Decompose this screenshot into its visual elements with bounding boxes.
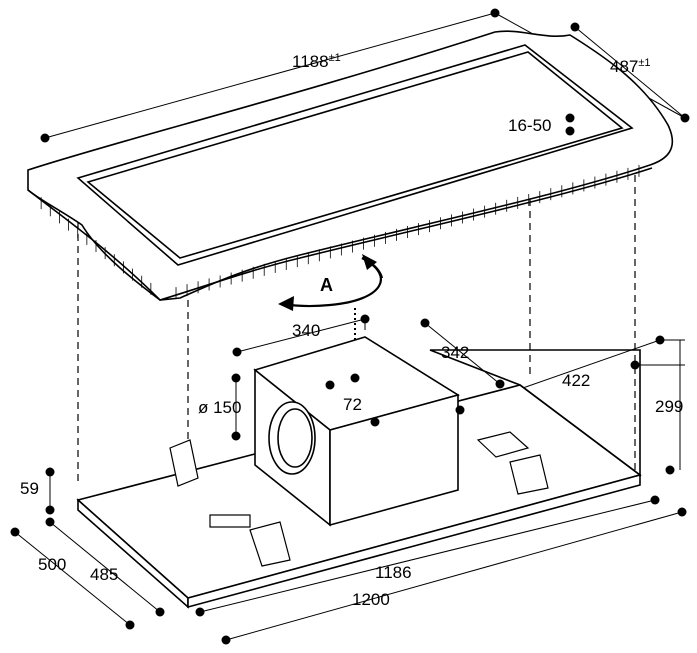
dimension-lines bbox=[14, 12, 686, 641]
motor-width-label: 340 bbox=[292, 321, 320, 340]
dimension-labels: 1188±1 487±1 16-50 340 342 422 299 ø 150… bbox=[20, 52, 683, 609]
motor-depth-label: 342 bbox=[441, 343, 469, 362]
filter-tab-right bbox=[476, 431, 530, 458]
clip-left bbox=[209, 514, 251, 528]
frame-front-edge bbox=[27, 167, 653, 301]
hood-length-inner-label: 1186 bbox=[375, 563, 412, 582]
frame-depth-label: 487±1 bbox=[610, 57, 651, 76]
motor-offset-label: 72 bbox=[343, 395, 362, 414]
hood-side-edge bbox=[187, 473, 641, 609]
bracket-left-back bbox=[169, 439, 199, 487]
frame-thickness-label: 16-50 bbox=[508, 116, 551, 135]
rotation-arrowhead-top bbox=[362, 254, 377, 270]
hood-height-total-label: 299 bbox=[655, 397, 683, 416]
frame-length-label: 1188±1 bbox=[292, 52, 341, 71]
outlet-pipe-inner bbox=[277, 408, 313, 468]
hood-depth-outer-label: 422 bbox=[562, 371, 590, 390]
depth-485-label: 485 bbox=[90, 565, 118, 584]
recirculation-frame bbox=[27, 30, 674, 301]
frame-hatching bbox=[40, 164, 640, 300]
bracket-left-front bbox=[249, 521, 291, 567]
measurement-dots bbox=[10, 8, 690, 645]
rotation-arrowhead-left bbox=[278, 296, 294, 311]
mounting-brackets bbox=[169, 431, 549, 567]
motor-side bbox=[329, 393, 459, 527]
outlet-diameter-label: ø 150 bbox=[198, 398, 241, 417]
bracket-right bbox=[509, 454, 549, 495]
panel-height-label: 59 bbox=[20, 479, 39, 498]
frame-inner-rim bbox=[86, 51, 624, 259]
depth-500-label: 500 bbox=[38, 555, 66, 574]
rotation-label: A bbox=[320, 275, 333, 295]
motor-box bbox=[253, 336, 460, 527]
hood-back-rim bbox=[429, 349, 641, 477]
frame-inner-opening bbox=[76, 44, 634, 266]
hood-length-outer-label: 1200 bbox=[352, 590, 390, 609]
